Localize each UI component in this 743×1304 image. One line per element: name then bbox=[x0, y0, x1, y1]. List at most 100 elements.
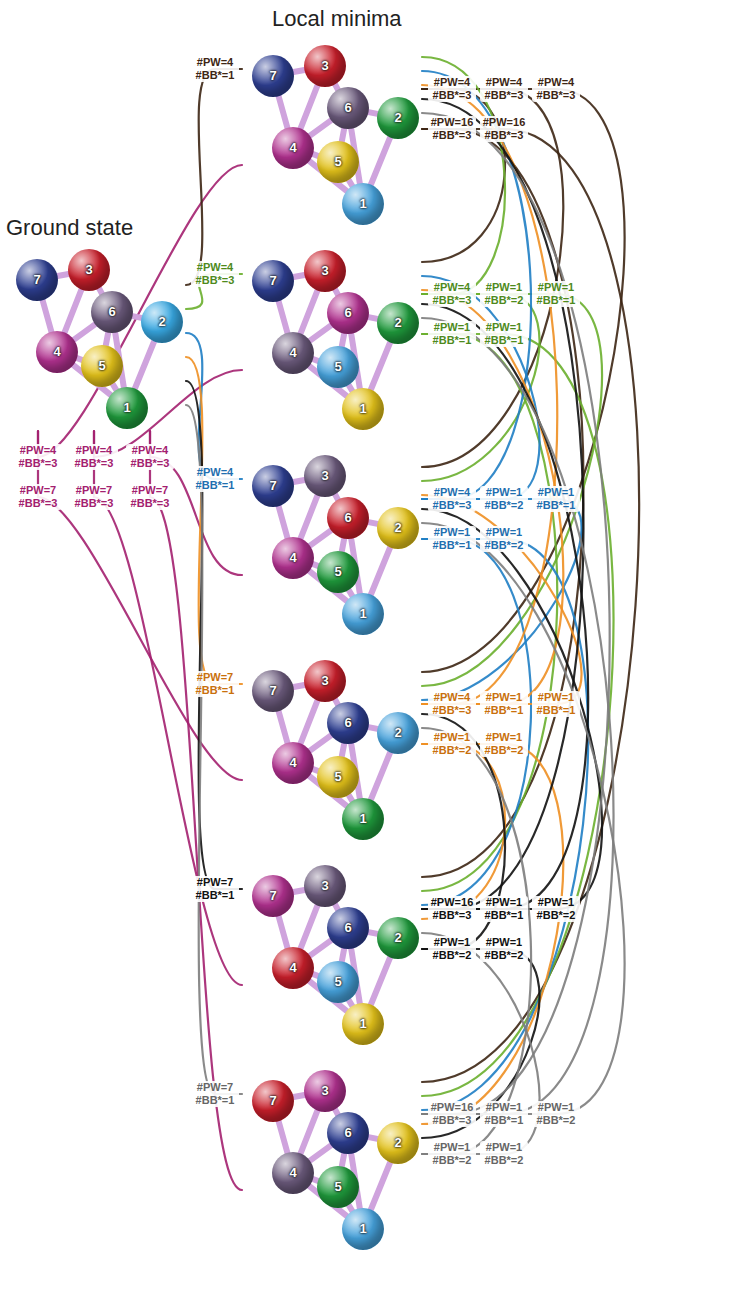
bond-line bbox=[369, 522, 378, 524]
edge-label: #PW=4 #BB*=3 bbox=[428, 76, 476, 101]
transition-curve bbox=[186, 69, 242, 285]
atom-number: 5 bbox=[317, 551, 359, 593]
transition-curve bbox=[422, 99, 583, 909]
atom-number: 1 bbox=[342, 388, 384, 430]
atom-sphere: 5 bbox=[317, 141, 359, 183]
atom-number: 6 bbox=[327, 292, 369, 334]
bond-line bbox=[369, 317, 378, 319]
atom-number: 4 bbox=[272, 1152, 314, 1194]
transition-curve bbox=[422, 933, 539, 1154]
atom-sphere: 3 bbox=[304, 865, 346, 907]
edge-label: #PW=7 #BB*=1 bbox=[191, 671, 239, 696]
atom-sphere: 6 bbox=[327, 292, 369, 334]
atom-sphere: 1 bbox=[106, 387, 148, 429]
atom-number: 5 bbox=[317, 141, 359, 183]
atom-sphere: 4 bbox=[272, 127, 314, 169]
atom-number: 1 bbox=[342, 593, 384, 635]
atom-sphere: 1 bbox=[342, 183, 384, 225]
transition-curve bbox=[422, 129, 583, 877]
atom-sphere: 4 bbox=[272, 742, 314, 784]
atom-sphere: 3 bbox=[304, 1070, 346, 1112]
transition-curve bbox=[422, 318, 614, 1114]
atom-number: 1 bbox=[342, 1003, 384, 1045]
edge-label: #PW=16 #BB*=3 bbox=[428, 116, 476, 141]
transition-curve bbox=[422, 949, 539, 1138]
atom-number: 6 bbox=[327, 497, 369, 539]
atom-sphere: 7 bbox=[252, 260, 294, 302]
edge-label: #PW=1 #BB*=1 bbox=[480, 896, 528, 921]
atom-number: 2 bbox=[377, 712, 419, 754]
transition-curve bbox=[422, 539, 588, 1110]
atom-number: 6 bbox=[327, 702, 369, 744]
edge-label: #PW=1 #BB*=1 bbox=[480, 691, 528, 716]
atom-sphere: 3 bbox=[304, 45, 346, 87]
bond-line bbox=[301, 906, 318, 949]
atom-number: 3 bbox=[304, 45, 346, 87]
edge-label: #PW=1 #BB*=1 bbox=[428, 321, 476, 346]
atom-sphere: 6 bbox=[91, 291, 133, 333]
transition-curve bbox=[422, 304, 588, 909]
edge-label: #PW=16 #BB*=3 bbox=[428, 896, 476, 921]
bond-line bbox=[342, 334, 344, 347]
atom-number: 3 bbox=[304, 865, 346, 907]
atom-sphere: 2 bbox=[377, 1122, 419, 1164]
transition-curve bbox=[422, 71, 531, 499]
atom-number: 4 bbox=[272, 332, 314, 374]
edge-label: #PW=1 #BB*=1 bbox=[532, 486, 580, 511]
edge-label: #PW=1 #BB*=2 bbox=[428, 1141, 476, 1166]
edge-label: #PW=1 #BB*=2 bbox=[480, 731, 528, 756]
edge-label: #PW=1 #BB*=2 bbox=[428, 936, 476, 961]
transition-curve bbox=[422, 744, 563, 1124]
atom-number: 1 bbox=[106, 387, 148, 429]
bond-line bbox=[342, 129, 344, 142]
bond-line bbox=[310, 735, 331, 750]
atom-sphere: 2 bbox=[377, 917, 419, 959]
atom-number: 2 bbox=[377, 917, 419, 959]
atom-sphere: 5 bbox=[317, 551, 359, 593]
bond-line bbox=[371, 1163, 390, 1210]
edge-label: #PW=4 #BB*=3 bbox=[532, 76, 580, 101]
transition-curve bbox=[422, 495, 582, 704]
atom-sphere: 2 bbox=[141, 301, 183, 343]
bond-line bbox=[371, 753, 390, 800]
bond-line bbox=[371, 958, 390, 1005]
edge-label: #PW=7 #BB*=3 bbox=[126, 484, 174, 509]
transition-curve bbox=[150, 431, 242, 1190]
atom-sphere: 5 bbox=[81, 345, 123, 387]
bond-line bbox=[342, 949, 344, 962]
atom-number: 7 bbox=[252, 465, 294, 507]
atom-number: 3 bbox=[68, 249, 110, 291]
atom-sphere: 4 bbox=[272, 537, 314, 579]
atom-sphere: 4 bbox=[272, 947, 314, 989]
atom-number: 1 bbox=[342, 1208, 384, 1250]
atom-sphere: 4 bbox=[272, 1152, 314, 1194]
bond-line bbox=[342, 539, 344, 552]
edge-label: #PW=4 #BB*=3 bbox=[191, 261, 239, 286]
atom-number: 3 bbox=[304, 455, 346, 497]
edge-label: #PW=1 #BB*=1 bbox=[532, 691, 580, 716]
atom-sphere: 3 bbox=[304, 660, 346, 702]
atom-number: 6 bbox=[327, 1112, 369, 1154]
bond-line bbox=[369, 112, 378, 114]
atom-number: 3 bbox=[304, 250, 346, 292]
edge-label: #PW=1 #BB*=1 bbox=[428, 526, 476, 551]
edge-label: #PW=4 #BB*=1 bbox=[191, 56, 239, 81]
atom-number: 1 bbox=[342, 798, 384, 840]
edge-label: #PW=4 #BB*=3 bbox=[70, 444, 118, 469]
edge-label: #PW=4 #BB*=1 bbox=[191, 466, 239, 491]
edge-label: #PW=1 #BB*=2 bbox=[480, 486, 528, 511]
bond-line bbox=[371, 548, 390, 595]
bond-line bbox=[58, 274, 69, 276]
transition-curve bbox=[422, 539, 531, 905]
bond-line bbox=[65, 290, 82, 333]
atom-number: 2 bbox=[141, 301, 183, 343]
edge-label: #PW=1 #BB*=2 bbox=[480, 936, 528, 961]
atom-sphere: 6 bbox=[327, 1112, 369, 1154]
atom-sphere: 7 bbox=[252, 465, 294, 507]
atom-sphere: 4 bbox=[272, 332, 314, 374]
atom-number: 1 bbox=[342, 183, 384, 225]
atom-sphere: 1 bbox=[342, 798, 384, 840]
atom-sphere: 3 bbox=[68, 249, 110, 291]
atom-sphere: 3 bbox=[304, 455, 346, 497]
atom-number: 6 bbox=[91, 291, 133, 333]
